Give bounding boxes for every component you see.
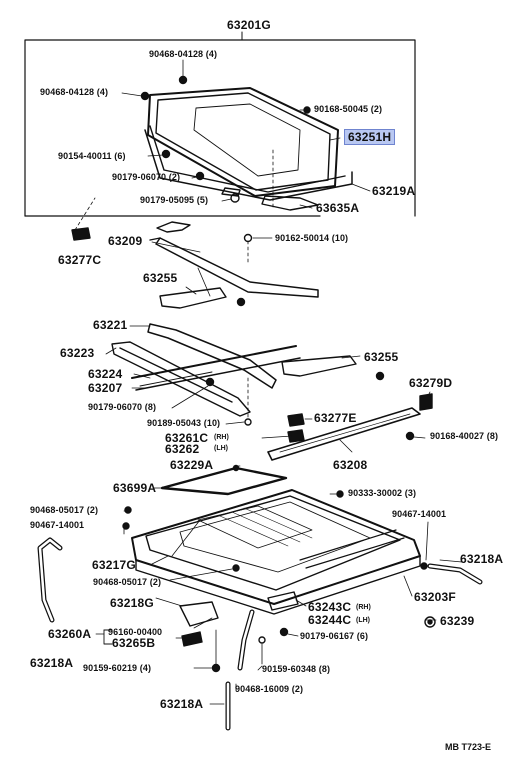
part-label-8: 63277C <box>58 253 102 267</box>
screw-90154 <box>161 149 171 159</box>
leaders-lower <box>95 241 463 705</box>
part-label-50: 90468-16009 (2) <box>235 684 304 694</box>
part-label-45: 63265B <box>112 636 156 650</box>
joint-90467-left <box>122 522 130 530</box>
part-label-48: 90159-60348 (8) <box>262 664 331 674</box>
bolt-90179-06167 <box>279 627 289 637</box>
part-label-9: 63209 <box>108 234 143 248</box>
cable-63224 <box>131 345 297 379</box>
shade-63223 <box>111 341 251 417</box>
part-label-3: 90154-40011 (6) <box>58 151 126 161</box>
part-label-12: 63221 <box>93 318 128 332</box>
part-label-21: 63261C <box>165 431 209 445</box>
pad-63277C <box>71 227 91 241</box>
assembly-frame <box>24 39 416 217</box>
part-label-43: 63260A <box>48 627 92 641</box>
part-label-24: (LH) <box>214 445 228 452</box>
drive-63243C <box>267 591 299 611</box>
joint-90467-right <box>420 562 428 570</box>
part-label-14: 63255 <box>364 350 399 364</box>
label-63251H: 63251H <box>344 129 396 145</box>
screw-90179-06070-8 <box>205 377 215 387</box>
seal-63699A <box>160 466 288 496</box>
part-label-2: 90168-50045 (2) <box>314 104 383 114</box>
part-label-18: 63279D <box>409 376 453 390</box>
screw-90179-06070 <box>195 171 205 181</box>
weatherstrip-63219A <box>144 125 353 201</box>
pad-63277E <box>287 413 305 427</box>
bolt-90468-05017 <box>124 506 132 514</box>
screw-90189 <box>244 418 252 426</box>
part-label-39: (RH) <box>356 604 371 611</box>
part-label-15: 63224 <box>88 367 123 381</box>
shade-63223-inner <box>119 347 233 403</box>
part-label-25: 90168-40027 (8) <box>430 431 499 441</box>
part-label-36: 63203F <box>414 590 456 604</box>
relay-63265B <box>181 631 203 647</box>
screw-90179-05095 <box>230 193 240 203</box>
pad-63279D <box>419 393 433 411</box>
part-label-4: 90179-06070 (2) <box>112 172 181 182</box>
housing-63203F <box>131 489 421 615</box>
part-label-37: 63218G <box>110 596 154 610</box>
part-label-31: 90467-14001 <box>30 520 85 530</box>
part-label-41: (LH) <box>356 617 370 624</box>
part-label-23: 63262 <box>165 442 200 456</box>
part-label-16: 63207 <box>88 381 123 395</box>
leaders-top <box>121 92 371 209</box>
bolt-90333 <box>336 490 344 498</box>
part-label-30: 90468-05017 (2) <box>30 505 99 515</box>
part-label-27: 63208 <box>333 458 368 472</box>
part-label-11: 63255 <box>143 271 178 285</box>
part-label-34: 63218A <box>460 552 504 566</box>
part-label-49: 90159-60219 (4) <box>83 663 152 673</box>
part-label-20: 63277E <box>314 411 357 425</box>
clip-63261C <box>287 429 305 443</box>
part-label-32: 90467-14001 <box>392 509 447 519</box>
deflector-63208 <box>267 407 421 461</box>
footer-code: MB T723-E <box>445 742 492 752</box>
part-label-1: 90468-04128 (4) <box>40 87 109 97</box>
part-label-7: 63635A <box>316 201 360 215</box>
part-label-47: 63218A <box>30 656 74 670</box>
motor-63260A <box>179 601 219 627</box>
part-label-44: 96160-00400 <box>108 627 163 637</box>
part-label-10: 90162-50014 (10) <box>275 233 349 243</box>
part-label-26: 63229A <box>170 458 214 472</box>
part-label-38: 63243C <box>308 600 352 614</box>
part-label-6: 90179-05095 (5) <box>140 195 209 205</box>
bolt-90468-left <box>140 91 150 101</box>
part-label-17: 90179-06070 (8) <box>88 402 157 412</box>
part-label-19: 90189-05043 (10) <box>147 418 221 428</box>
bracket-63255-lower <box>281 355 357 377</box>
part-label-46: 90179-06167 (6) <box>300 631 369 641</box>
part-label-0: 90468-04128 (4) <box>149 49 218 59</box>
bolt-90159-60348 <box>258 636 266 644</box>
part-label-42: 63239 <box>440 614 475 628</box>
dash-guide-1 <box>74 197 96 231</box>
nut-63239 <box>424 616 436 628</box>
bracket-63255-upper <box>159 287 227 309</box>
cable-63207 <box>135 357 301 391</box>
part-label-13: 63223 <box>60 346 95 360</box>
part-label-40: 63244C <box>308 613 352 627</box>
part-label-51: 63218A <box>160 697 204 711</box>
part-label-35: 90468-05017 (2) <box>93 577 162 587</box>
part-label-28: 63699A <box>113 481 157 495</box>
part-label-22: (RH) <box>214 434 229 441</box>
bolt-90162 <box>243 233 253 243</box>
part-label-29: 90333-30002 (3) <box>348 488 417 498</box>
rail-63209 <box>149 221 319 298</box>
part-label-5: 63219A <box>372 184 416 198</box>
part-label-33: 63217G <box>92 558 136 572</box>
bolt-90168-40027 <box>405 431 415 441</box>
label-63201G: 63201G <box>227 18 271 32</box>
bracket-63260A <box>103 629 113 645</box>
guide-63221 <box>147 323 277 389</box>
